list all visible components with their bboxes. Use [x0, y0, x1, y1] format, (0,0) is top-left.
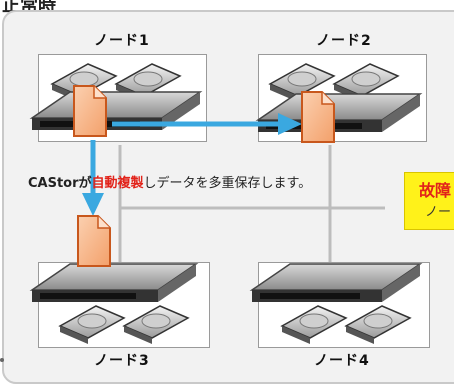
node4-label: ノード4 — [314, 353, 370, 369]
document-node3-icon — [77, 215, 111, 267]
node1-label: ノード1 — [94, 33, 150, 49]
node4-disk-1-icon — [280, 305, 348, 344]
node3-disk-1-icon — [58, 305, 126, 344]
caption-part3: しデータを多重保存します。 — [143, 176, 312, 191]
node3-label: ノード3 — [94, 353, 150, 369]
node2-label: ノード2 — [316, 33, 372, 49]
document-node1-icon — [73, 85, 107, 137]
document-node2-icon — [301, 91, 335, 143]
failure-callout: 故障 ノー — [404, 172, 454, 230]
node3-server-icon — [29, 263, 199, 302]
network-lines — [118, 145, 385, 262]
caption-highlight: 自動複製 — [91, 176, 144, 191]
node4-server-icon — [249, 263, 423, 302]
edge-dot — [0, 358, 4, 362]
replication-arrows — [82, 113, 302, 216]
caption-part1: CAStorが — [28, 176, 92, 191]
node3-disk-2-icon — [122, 305, 190, 344]
node4-disk-2-icon — [344, 305, 412, 344]
replication-caption: CAStorが自動複製しデータを多重保存します。 — [28, 172, 311, 191]
callout-title: 故障 — [419, 181, 452, 200]
callout-subtitle: ノー — [425, 205, 452, 220]
